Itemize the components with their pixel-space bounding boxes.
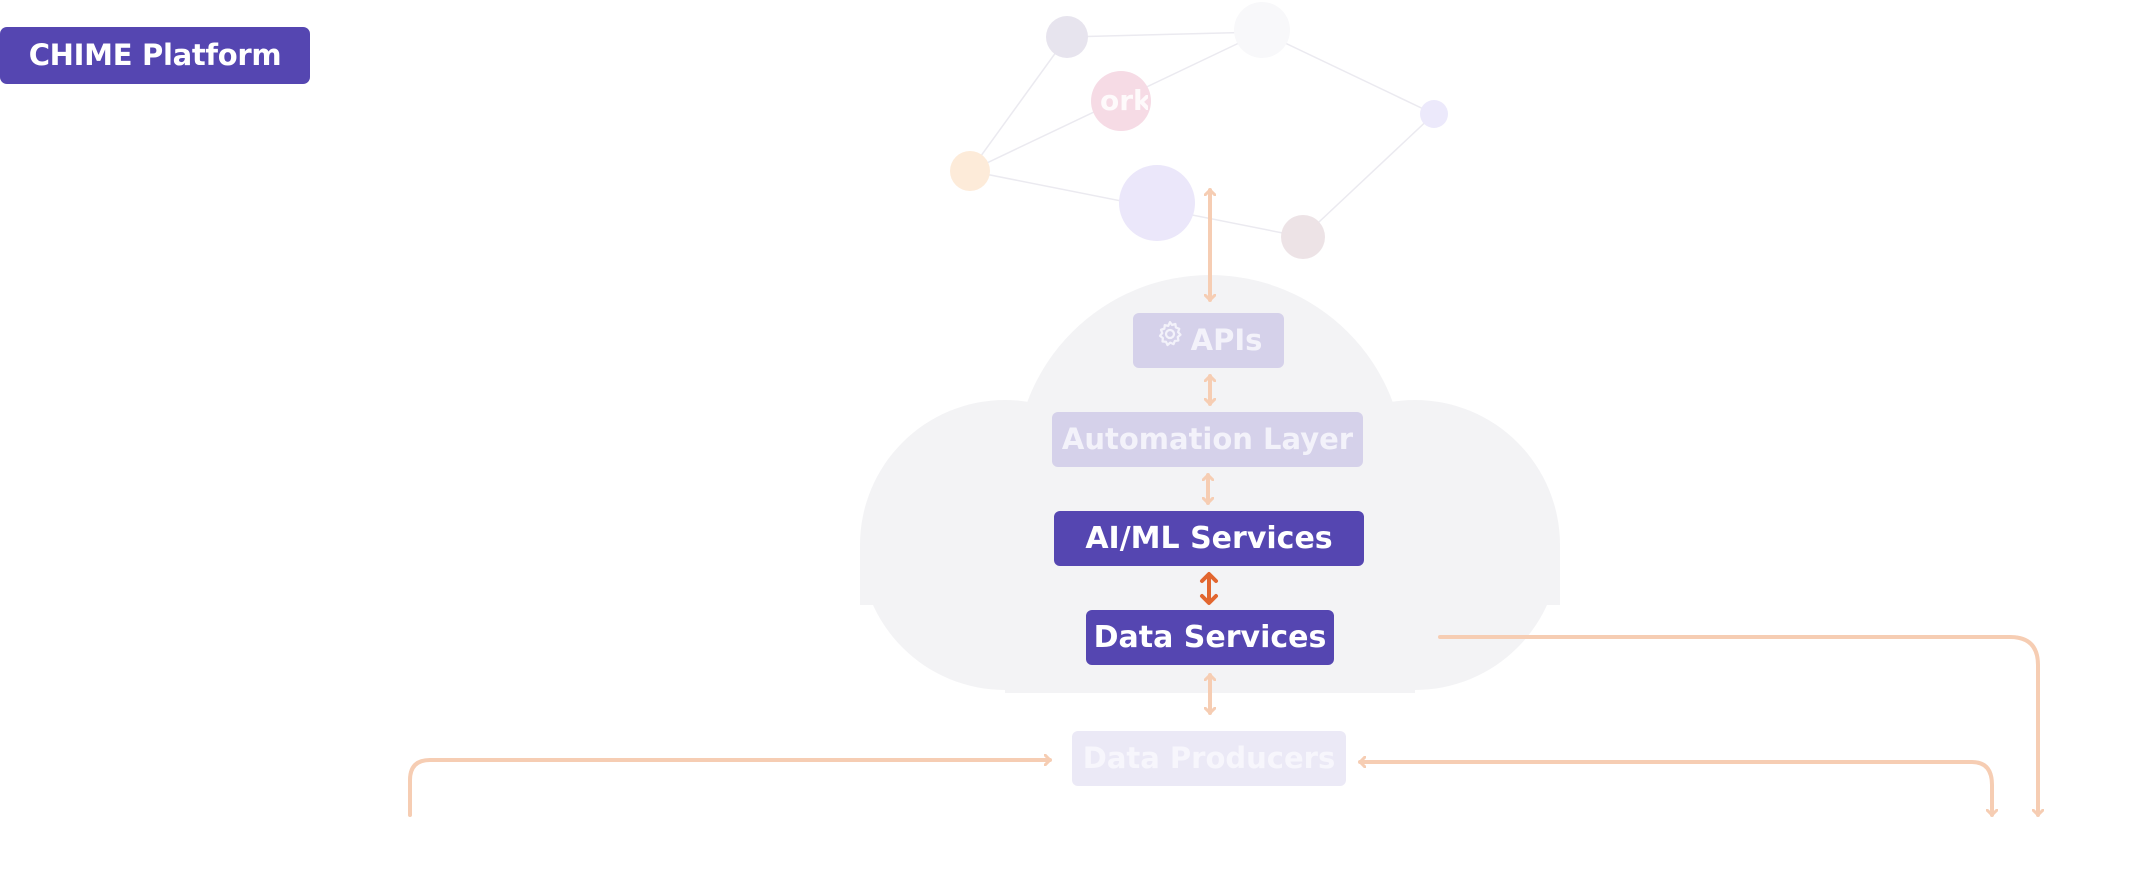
network-node bbox=[1119, 165, 1195, 241]
network-node bbox=[1234, 2, 1290, 58]
flow-right-to-producers bbox=[1358, 762, 1992, 817]
flow-left-to-producers bbox=[408, 760, 1052, 817]
network-node-label: ork bbox=[1100, 86, 1148, 116]
active-arrow bbox=[1200, 572, 1218, 605]
automation-layer-box[interactable]: Automation Layer bbox=[1052, 412, 1363, 467]
apis-label: APIs bbox=[1190, 323, 1263, 357]
layer-arrows bbox=[1208, 188, 1210, 715]
data-producers-box[interactable]: Data Producers bbox=[1072, 731, 1346, 786]
network-nodes bbox=[950, 2, 1448, 259]
platform-badge: CHIME Platform bbox=[0, 27, 310, 84]
network-node bbox=[1091, 71, 1151, 131]
apis-box[interactable]: APIs bbox=[1133, 313, 1284, 368]
gear-icon bbox=[1155, 312, 1185, 367]
network-node bbox=[1281, 215, 1325, 259]
network-node bbox=[1046, 16, 1088, 58]
flow-lines bbox=[408, 635, 2038, 817]
network-node bbox=[1420, 100, 1448, 128]
aiml-services-box[interactable]: AI/ML Services bbox=[1054, 511, 1364, 566]
network-node bbox=[950, 151, 990, 191]
cloud-shape bbox=[860, 275, 1560, 693]
data-services-box[interactable]: Data Services bbox=[1086, 610, 1334, 665]
network-edges bbox=[969, 31, 1435, 238]
flow-services-out bbox=[1438, 635, 2038, 817]
